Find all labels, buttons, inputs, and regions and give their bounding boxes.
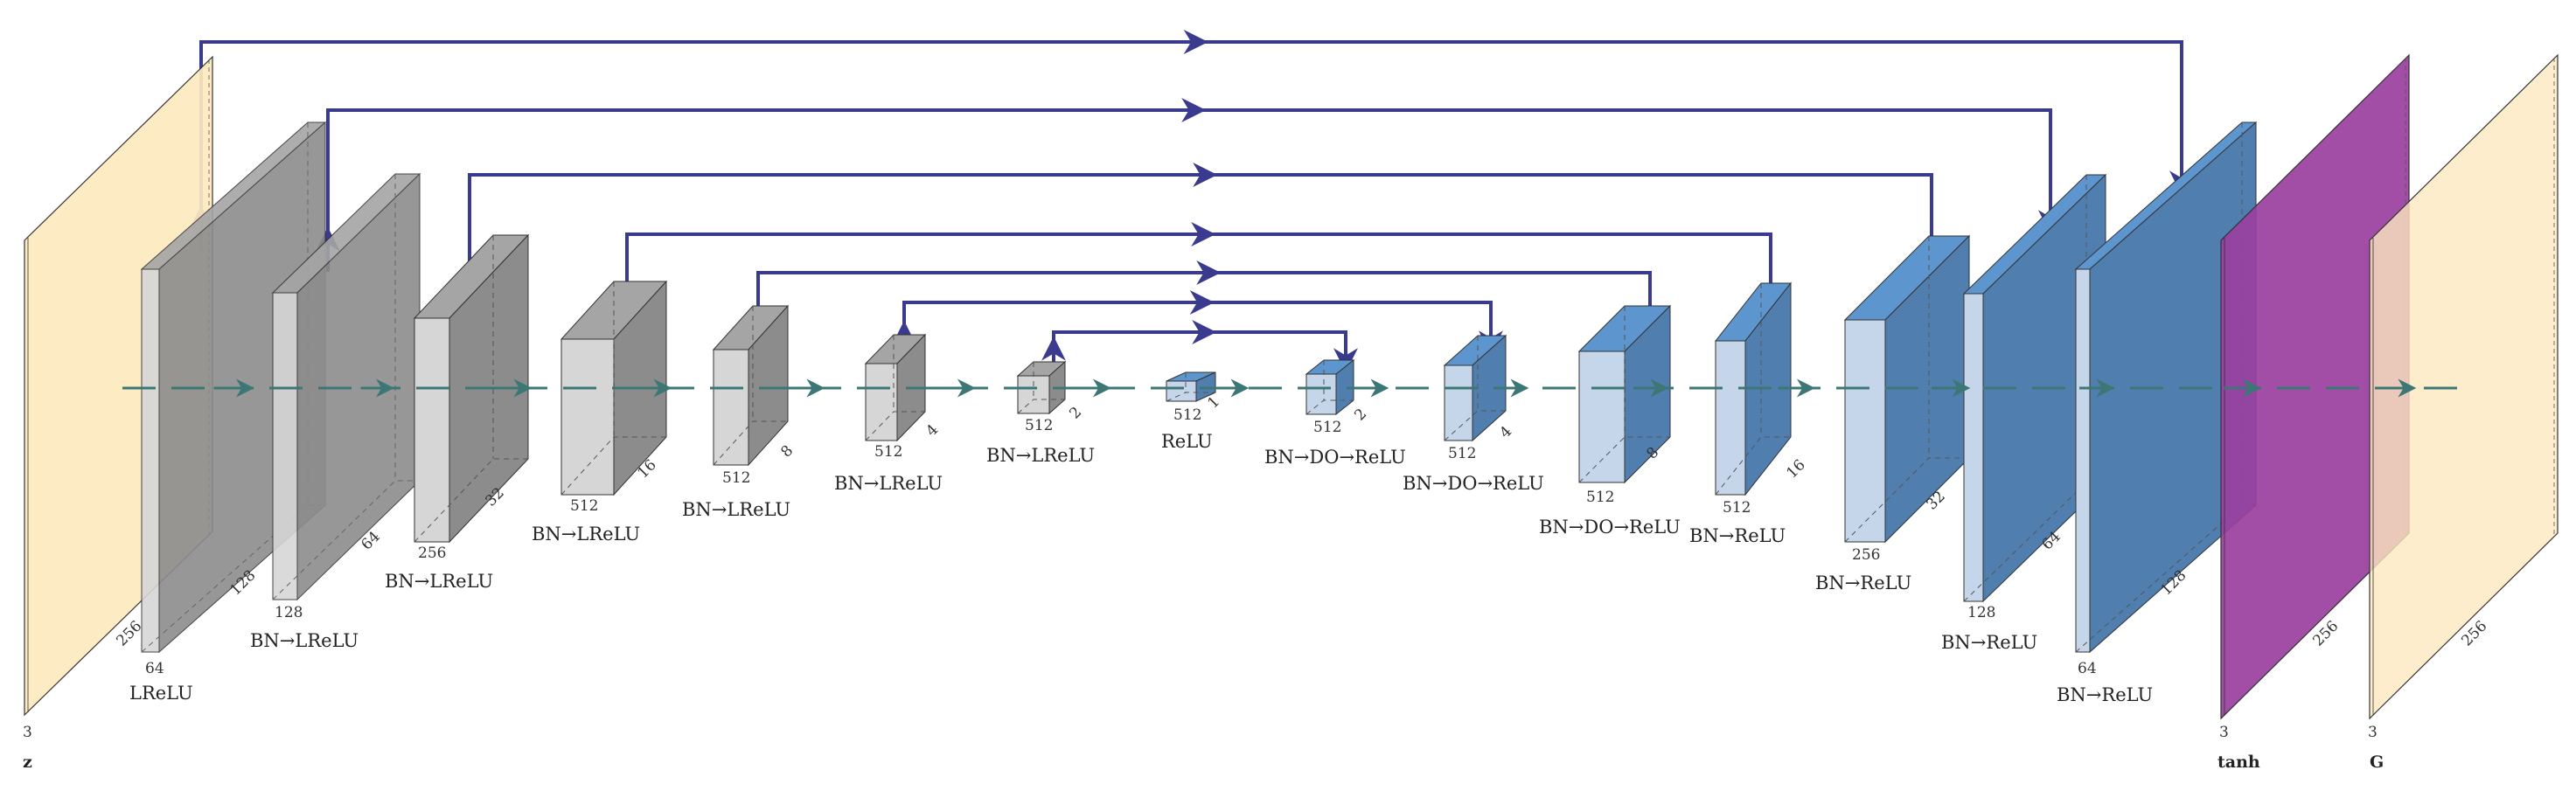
decoder-block-3 bbox=[1577, 304, 1672, 484]
tanh-plane bbox=[2220, 53, 2410, 720]
decoder-1-size: 2 bbox=[1351, 406, 1370, 425]
decoder-4-size: 16 bbox=[1783, 456, 1808, 482]
decoder-7-op: BN→ReLU bbox=[2057, 684, 2153, 705]
encoder-2-op: BN→LReLU bbox=[250, 630, 359, 651]
bottleneck-block bbox=[1166, 371, 1216, 402]
encoder-block-2 bbox=[271, 172, 421, 601]
decoder-block-5 bbox=[1843, 234, 1971, 544]
skip-connection-2 bbox=[316, 98, 2063, 272]
encoder-5-channels: 512 bbox=[722, 469, 750, 487]
encoder-4-channels: 512 bbox=[570, 497, 598, 515]
encoder-6-size: 4 bbox=[922, 421, 942, 441]
encoder-3-op: BN→LReLU bbox=[385, 571, 493, 592]
skip-connection-5 bbox=[746, 260, 1662, 347]
encoder-4-op: BN→LReLU bbox=[532, 524, 640, 545]
encoder-1-channels: 64 bbox=[145, 660, 164, 677]
bottleneck-op: ReLU bbox=[1161, 431, 1213, 452]
bottleneck-size: 1 bbox=[1204, 393, 1223, 413]
encoder-2-channels: 128 bbox=[275, 604, 303, 621]
decoder-3-op: BN→DO→ReLU bbox=[1539, 517, 1681, 538]
encoder-block-5 bbox=[712, 304, 790, 467]
encoder-5-op: BN→LReLU bbox=[682, 499, 790, 520]
output-plane bbox=[2369, 53, 2559, 720]
skip-connection-4 bbox=[615, 222, 1783, 333]
input-label: z bbox=[23, 753, 32, 772]
encoder-5-size: 8 bbox=[777, 442, 797, 461]
decoder-block-1 bbox=[1305, 358, 1355, 416]
skip-connection-1 bbox=[189, 30, 2194, 250]
decoder-1-op: BN→DO→ReLU bbox=[1264, 447, 1406, 468]
decoder-5-op: BN→ReLU bbox=[1815, 572, 1911, 593]
bottleneck-channels: 512 bbox=[1173, 406, 1201, 424]
encoder-3-channels: 256 bbox=[418, 545, 446, 562]
encoder-7-channels: 512 bbox=[1025, 417, 1053, 434]
encoder-1-op: LReLU bbox=[129, 683, 193, 704]
decoder-2-channels: 512 bbox=[1448, 445, 1476, 462]
tanh-channels: 3 bbox=[2219, 724, 2229, 741]
output-channels: 3 bbox=[2368, 724, 2378, 741]
input-channels: 3 bbox=[23, 724, 32, 741]
decoder-4-channels: 512 bbox=[1723, 499, 1751, 517]
encoder-block-3 bbox=[413, 233, 530, 544]
encoder-7-size: 2 bbox=[1066, 404, 1085, 423]
tanh-label: tanh bbox=[2217, 753, 2260, 772]
skip-connection-3 bbox=[457, 163, 1944, 306]
decoder-4-op: BN→ReLU bbox=[1689, 525, 1786, 546]
encoder-block-4 bbox=[560, 280, 668, 496]
decoder-block-2 bbox=[1443, 334, 1507, 442]
encoder-6-channels: 512 bbox=[874, 443, 902, 461]
decoder-3-channels: 512 bbox=[1586, 489, 1614, 506]
decoder-1-channels: 512 bbox=[1313, 419, 1341, 436]
layer-blocks bbox=[24, 53, 2559, 720]
output-label: G bbox=[2370, 753, 2384, 772]
decoder-6-channels: 128 bbox=[1967, 604, 1995, 621]
decoder-7-channels: 64 bbox=[2078, 660, 2097, 677]
decoder-2-size: 4 bbox=[1496, 423, 1515, 442]
decoder-6-op: BN→ReLU bbox=[1941, 632, 2037, 653]
decoder-5-channels: 256 bbox=[1852, 546, 1880, 564]
encoder-7-op: BN→LReLU bbox=[986, 445, 1095, 466]
decoder-2-op: BN→DO→ReLU bbox=[1403, 473, 1544, 494]
skip-connections bbox=[189, 30, 2194, 381]
encoder-6-op: BN→LReLU bbox=[834, 473, 943, 494]
